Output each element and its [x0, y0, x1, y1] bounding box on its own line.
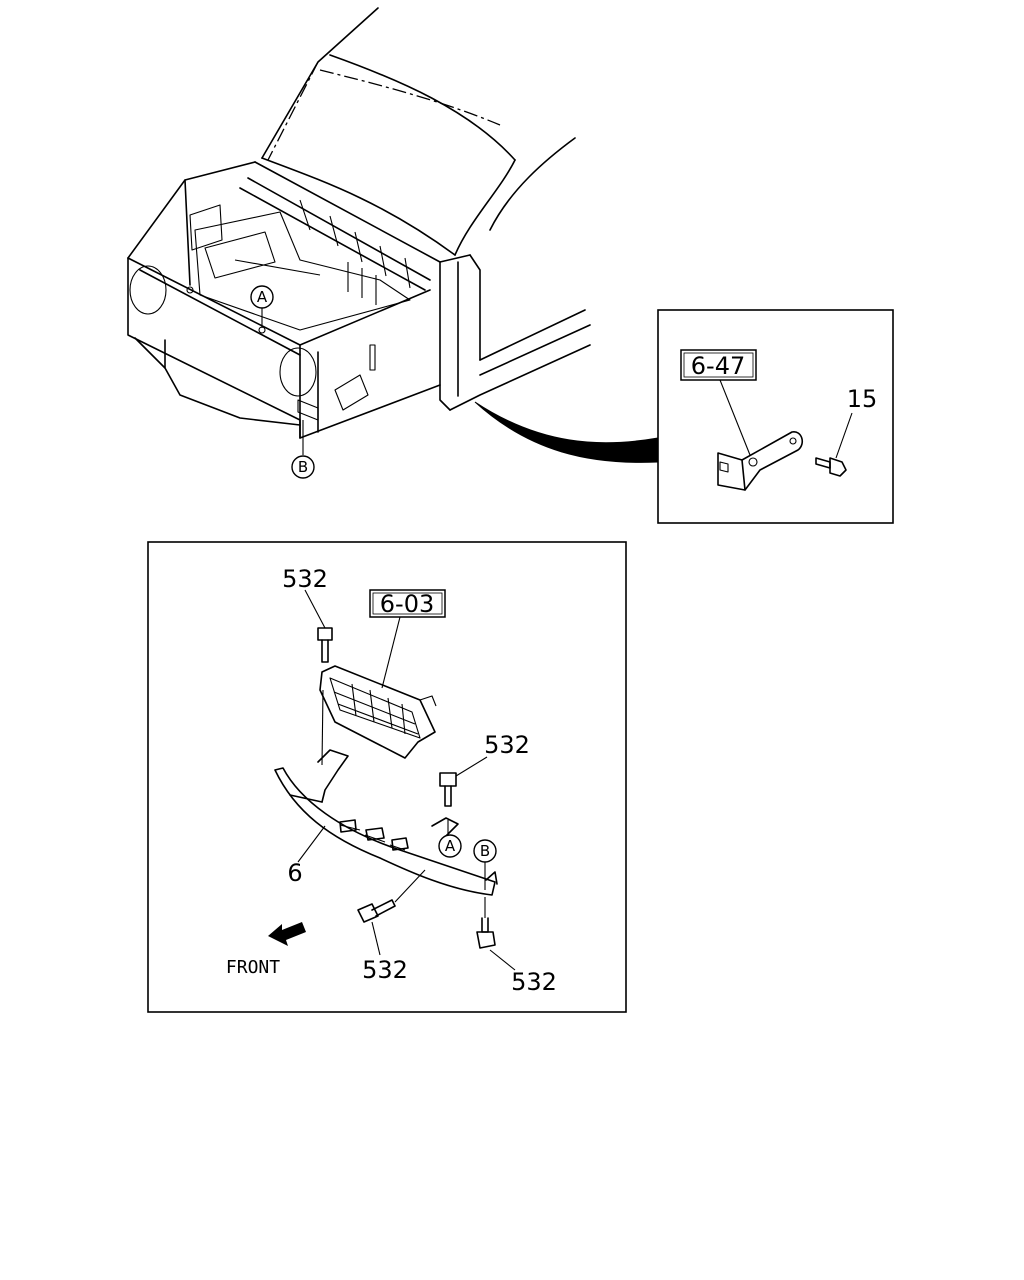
marker-a-detail: A [438, 834, 462, 858]
marker-b-top: B [291, 455, 315, 479]
bolt-15-illustration [815, 457, 847, 477]
callout-15: 15 [847, 385, 878, 413]
bolt-532-bottom-left-illustration [357, 899, 396, 923]
callout-532-top: 532 [282, 565, 328, 593]
bolt-532-top-illustration [317, 627, 333, 663]
svg-text:B: B [298, 458, 308, 476]
grille-6-03-illustration [319, 665, 437, 759]
marker-a-top: A [250, 285, 274, 309]
front-direction-label: FRONT [226, 957, 280, 978]
marker-b-detail: B [473, 839, 497, 863]
callout-532-bottom-left: 532 [362, 956, 408, 984]
callout-6-03: 6-03 [369, 589, 446, 618]
bolt-532-right-illustration [439, 772, 457, 807]
svg-text:A: A [257, 288, 268, 306]
callout-532-bottom-right: 532 [511, 968, 557, 996]
svg-text:B: B [480, 842, 490, 860]
detail-pointer [474, 401, 659, 463]
cab-overview-illustration [127, 7, 591, 439]
svg-text:6-03: 6-03 [380, 590, 434, 618]
front-arrow-icon [268, 922, 306, 946]
callout-6: 6 [287, 859, 302, 887]
svg-text:A: A [445, 837, 456, 855]
bracket-detail-frame [657, 309, 894, 524]
bracket-6-47-illustration [717, 431, 804, 491]
bolt-532-bottom-right-illustration [476, 917, 496, 949]
svg-text:6-47: 6-47 [691, 352, 745, 380]
callout-532-right: 532 [484, 731, 530, 759]
lower-panel-6-illustration [274, 689, 498, 896]
grille-detail-frame [147, 541, 627, 1013]
callout-6-47: 6-47 [680, 349, 757, 381]
